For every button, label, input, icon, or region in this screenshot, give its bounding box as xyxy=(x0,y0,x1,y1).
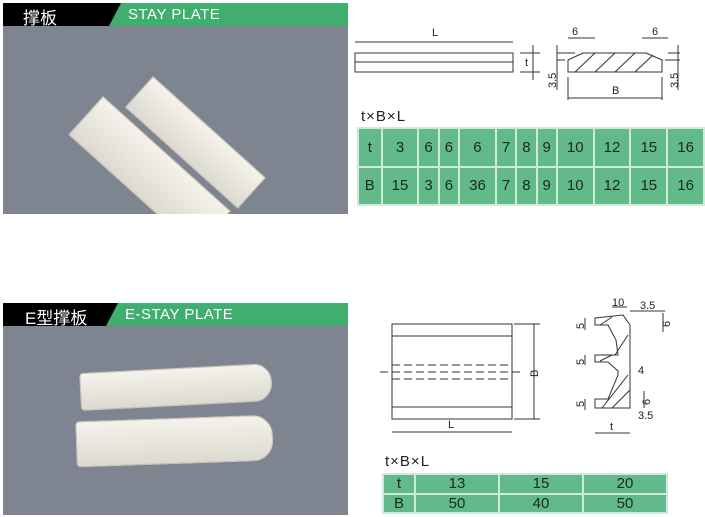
table-cell: 10 xyxy=(555,127,595,168)
dim-6: 6 xyxy=(641,399,653,405)
dim-chamfer-height: 3.5 xyxy=(547,73,559,88)
e-stay-plate-drawing: L B 10 3.5 3.5 6 6 4 5 5 5 t xyxy=(380,297,673,434)
header-black-band xyxy=(3,303,118,326)
dim-4: 4 xyxy=(638,365,644,377)
dim-t: t xyxy=(525,57,528,69)
table-cell: 3 xyxy=(417,165,440,206)
table-cell: 50 xyxy=(414,492,500,514)
table-cell: 40 xyxy=(498,492,584,514)
dim-10: 10 xyxy=(612,297,624,309)
stay-plate-header: 撑板 STAY PLATE xyxy=(3,3,348,28)
table-cell: 8 xyxy=(515,127,538,168)
dim-B: B xyxy=(612,85,619,97)
table-cell: 6 xyxy=(417,127,440,168)
table-cell: 16 xyxy=(666,127,705,168)
table-cell: 15 xyxy=(629,127,669,168)
e-stay-plate-photo xyxy=(3,326,348,515)
table-cell: 7 xyxy=(494,165,518,206)
title-cn: 撑板 xyxy=(23,9,57,28)
header-black-band xyxy=(3,3,121,26)
e-stay-plate-header: E型撑板 E-STAY PLATE xyxy=(3,303,348,328)
table-cell: 6 xyxy=(437,165,461,206)
dim-5: 5 xyxy=(575,359,587,365)
title-cn: E型撑板 xyxy=(25,309,88,328)
dim-chamfer-height: 3.5 xyxy=(669,73,681,88)
table-cell: 7 xyxy=(494,127,518,168)
row-header: B xyxy=(382,492,416,514)
row-header: t xyxy=(382,473,416,495)
table-cell: 16 xyxy=(666,165,705,206)
dim-L: L xyxy=(448,419,454,431)
table-cell: 12 xyxy=(592,165,632,206)
e-stay-plate-piece xyxy=(75,414,274,468)
formula-label: t×B×L xyxy=(361,108,407,125)
table-cell: 9 xyxy=(535,127,558,168)
dim-L: L xyxy=(432,27,438,39)
dim-chamfer-width: 6 xyxy=(652,26,658,38)
row-header: t xyxy=(357,127,383,168)
dim-chamfer-width: 6 xyxy=(572,26,578,38)
table-cell: 50 xyxy=(582,492,668,514)
title-en: STAY PLATE xyxy=(128,6,221,23)
dim-3-5: 3.5 xyxy=(640,300,655,312)
table-cell: 8 xyxy=(515,165,538,206)
dim-6: 6 xyxy=(661,321,673,327)
table-cell: 6 xyxy=(437,127,461,168)
table-cell: 10 xyxy=(555,165,595,206)
stay-plate-drawing: L t B 6 6 3.5 3.5 xyxy=(354,26,681,100)
table-cell: 15 xyxy=(380,165,420,206)
dim-t: t xyxy=(610,421,613,433)
table-cell: 3 xyxy=(380,127,420,168)
table-cell: 15 xyxy=(498,473,584,495)
stay-plate-photo xyxy=(3,26,348,214)
table-cell: 9 xyxy=(535,165,558,206)
table-cell: 20 xyxy=(582,473,668,495)
e-stay-plate-piece xyxy=(79,363,273,411)
formula-label: t×B×L xyxy=(385,453,431,470)
dim-5: 5 xyxy=(575,401,587,407)
table-cell: 12 xyxy=(592,127,632,168)
table-cell: 15 xyxy=(629,165,669,206)
row-header: B xyxy=(357,165,383,206)
dim-3-5: 3.5 xyxy=(638,410,653,422)
table-cell: 13 xyxy=(414,473,500,495)
dim-B: B xyxy=(529,370,541,377)
dim-5: 5 xyxy=(575,323,587,329)
title-en: E-STAY PLATE xyxy=(125,306,234,323)
table-cell: 36 xyxy=(458,165,497,206)
table-cell: 6 xyxy=(458,127,497,168)
